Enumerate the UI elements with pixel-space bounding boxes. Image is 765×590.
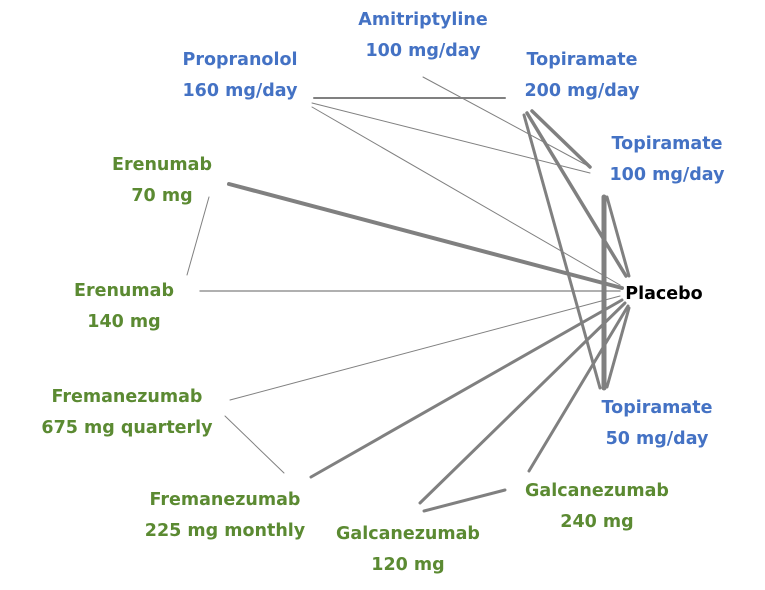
edge-galcanezumab_120-to-placebo [418,301,627,505]
node-name: Topiramate [601,398,713,418]
edge-erenumab_70-to-erenumab_140 [186,196,210,276]
node-name: Galcanezumab [525,481,669,501]
node-dose: 50 mg/day [605,429,709,449]
node-name: Erenumab [112,155,212,175]
node-name: Topiramate [526,50,638,70]
edge-fremanezumab_675-to-fremanezumab_225 [224,415,285,474]
node-dose: 120 mg [371,555,445,575]
node-name: Placebo [625,284,703,304]
node-erenumab_140: Erenumab 140 mg [74,276,174,338]
edge-galcanezumab_120-to-galcanezumab_240 [422,488,507,513]
edge-propranolol_160-to-topiramate_100 [311,102,591,174]
edge-topiramate_100-to-placebo [605,195,631,278]
edge-topiramate_200-to-placebo [525,111,628,278]
node-name: Topiramate [611,134,723,154]
edge-fremanezumab_225-to-placebo [309,298,624,479]
node-dose: 70 mg [131,186,193,206]
node-name: Fremanezumab [51,387,203,407]
node-placebo: Placebo [625,279,702,310]
node-propranolol_160: Propranolol 160 mg/day [183,45,298,107]
node-dose: 100 mg/day [609,165,725,185]
node-dose: 675 mg quarterly [41,418,213,438]
edge-topiramate_200-to-topiramate_100 [530,109,592,169]
edge-propranolol_160-to-placebo [311,106,621,286]
node-topiramate_50: Topiramate 50 mg/day [602,393,713,455]
edge-fremanezumab_675-to-placebo [229,295,621,401]
node-dose: 140 mg [87,312,161,332]
edge-amitriptyline_100-to-topiramate_100 [422,76,591,168]
edge-erenumab_70-to-placebo [227,182,624,290]
node-name: Fremanezumab [149,490,301,510]
node-fremanezumab_675: Fremanezumab 675 mg quarterly [41,382,212,444]
node-name: Galcanezumab [336,524,480,544]
node-galcanezumab_240: Galcanezumab 240 mg [525,476,669,538]
node-name: Amitriptyline [358,10,488,30]
node-topiramate_100: Topiramate 100 mg/day [610,129,725,191]
node-dose: 100 mg/day [365,41,481,61]
edge-placebo-to-topiramate_50 [605,306,631,389]
node-dose: 240 mg [560,512,634,532]
node-topiramate_200: Topiramate 200 mg/day [525,45,640,107]
node-name: Propranolol [182,50,298,70]
node-name: Erenumab [74,281,174,301]
node-dose: 200 mg/day [524,81,640,101]
node-dose: 225 mg monthly [144,521,306,541]
edge-topiramate_200-to-topiramate_50 [522,113,602,390]
node-fremanezumab_225: Fremanezumab 225 mg monthly [145,485,305,547]
node-galcanezumab_120: Galcanezumab 120 mg [336,519,480,581]
node-amitriptyline_100: Amitriptyline 100 mg/day [358,5,487,67]
node-dose: 160 mg/day [182,81,298,101]
node-erenumab_70: Erenumab 70 mg [112,150,212,212]
edge-galcanezumab_240-to-placebo [527,304,630,473]
